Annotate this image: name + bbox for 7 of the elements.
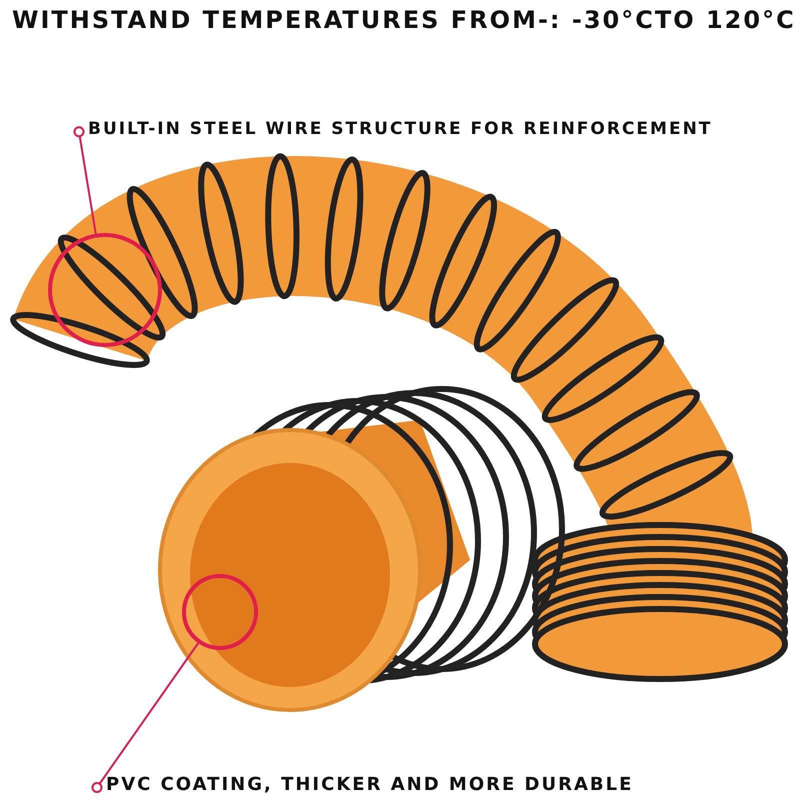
callout-text: PVC COATING, THICKER AND MORE DURABLE xyxy=(106,774,634,795)
highlight-circle xyxy=(182,574,258,650)
callout-text: BUILT-IN STEEL WIRE STRUCTURE FOR REINFORCEMENT xyxy=(88,119,712,139)
leader-line xyxy=(74,126,97,234)
leader-line xyxy=(92,642,199,793)
highlight-circle xyxy=(48,233,162,347)
heading: WITHSTAND TEMPERATURES FROM-: -30°CTO 120°C xyxy=(12,6,796,34)
